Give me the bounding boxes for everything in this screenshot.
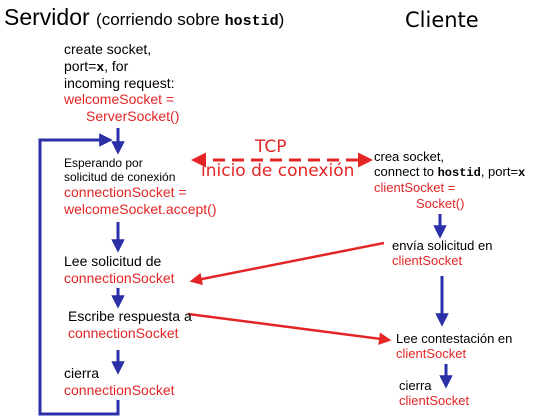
server-title-main: Servidor — [4, 4, 90, 30]
request-arrow — [189, 241, 385, 286]
server-loop-back-arrow — [38, 133, 120, 416]
tcp-setup-label: inicio de conexión — [201, 161, 355, 181]
server-close-socket: connectionSocket — [64, 381, 175, 398]
server-title: Servidor (corriendo sobre hostid) — [4, 4, 284, 30]
server-title-subtitle: (corriendo sobre hostid) — [96, 10, 284, 29]
client-create-line1: crea socket, — [374, 149, 445, 164]
server-wait-block: Esperando por solicitud de conexión conn… — [64, 156, 217, 217]
client-read-block: Lee contestación en clientSocket — [396, 331, 512, 362]
server-socket-constructor: ServerSocket() — [86, 107, 180, 124]
client-connect-prefix: connect to — [374, 164, 438, 180]
server-close-line1: cierra — [64, 365, 100, 381]
server-read-socket: connectionSocket — [64, 269, 175, 286]
server-port-value: x — [96, 59, 105, 75]
server-close-block: cierra connectionSocket — [64, 365, 175, 398]
client-title: Cliente — [405, 8, 479, 32]
server-title-paren-close: ) — [278, 10, 285, 29]
tcp-label: TCP — [255, 137, 287, 157]
server-create-line1: create socket, — [64, 41, 152, 57]
client-read-line1: Lee contestación en — [396, 331, 513, 346]
client-connect-port: x — [518, 166, 526, 181]
welcome-socket-label: welcomeSocket = — [64, 91, 175, 108]
server-title-paren-open: (corriendo sobre — [96, 10, 225, 29]
client-create-line2: connect to hostid, port=x — [374, 164, 525, 180]
client-close-socket: clientSocket — [399, 393, 470, 409]
server-write-socket: connectionSocket — [68, 324, 179, 341]
reply-arrow — [187, 312, 392, 345]
server-title-host: hostid — [224, 13, 279, 30]
welcome-socket-accept: welcomeSocket.accept() — [64, 200, 217, 217]
client-close-line1: cierra — [399, 378, 432, 393]
server-port-prefix: port= — [64, 57, 97, 74]
connection-socket-assign: connectionSocket = — [64, 184, 187, 201]
server-read-line1: Lee solicitud de — [64, 253, 162, 269]
client-send-line1: envía solicitud en — [392, 238, 493, 253]
client-create-socket-block: crea socket, connect to hostid, port=x c… — [374, 149, 525, 211]
server-write-line1: Escribe respuesta a — [68, 308, 192, 324]
client-socket-constructor: Socket() — [416, 195, 465, 211]
client-send-block: envía solicitud en clientSocket — [392, 238, 492, 269]
client-connect-host: hostid — [437, 166, 481, 181]
server-wait-line1: Esperando por — [64, 156, 143, 170]
server-create-line2: port=x, for — [64, 58, 179, 75]
server-read-block: Lee solicitud de connectionSocket — [64, 253, 175, 286]
server-create-socket-block: create socket, port=x, for incoming requ… — [64, 41, 179, 124]
client-close-block: cierra clientSocket — [399, 378, 469, 409]
client-read-socket: clientSocket — [396, 346, 467, 362]
server-wait-line2: solicitud de conexión — [64, 170, 176, 185]
client-send-socket: clientSocket — [392, 253, 463, 269]
client-socket-assign: clientSocket = — [374, 180, 456, 196]
server-create-line3: incoming request: — [64, 74, 175, 91]
client-connect-port-prefix: , port= — [480, 164, 519, 180]
server-port-suffix: , for — [104, 57, 129, 74]
server-write-block: Escribe respuesta a connectionSocket — [68, 308, 192, 341]
